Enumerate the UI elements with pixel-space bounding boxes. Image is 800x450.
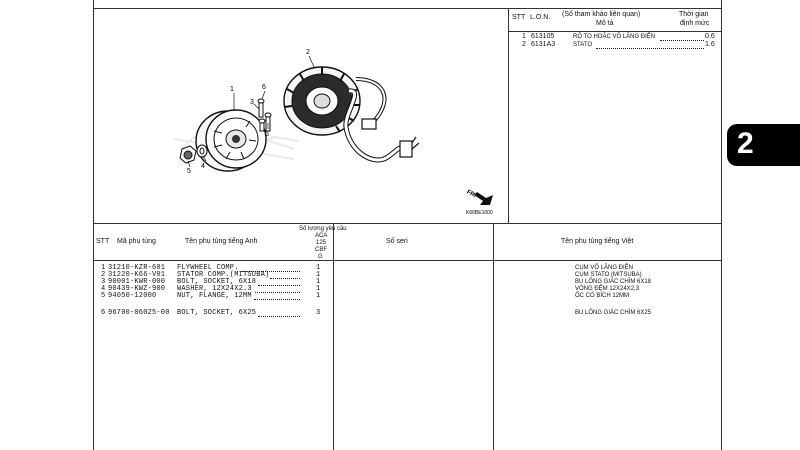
viet-name-column-left-border [493, 223, 494, 450]
ref-header-time: Thời gian [679, 11, 709, 18]
header-qty: Số lượng yêu cầu [299, 226, 347, 232]
row-stt: 1 [101, 264, 106, 272]
header-qty-model: G [318, 254, 323, 260]
row-stt: 6 [101, 309, 106, 317]
section-number: 2 [737, 127, 754, 160]
row-name-vi: BU LÔNG GIÁC CHÌM 6X25 [575, 310, 652, 316]
diagram-bottom-border [93, 223, 721, 224]
callout-label: 3 [250, 99, 254, 106]
figure-code: K66BE1000 [466, 210, 493, 216]
ref-table-left-border [508, 8, 509, 223]
stator-wire-harness [343, 77, 420, 163]
row-stt: 2 [101, 271, 106, 279]
callout-label: 6 [262, 84, 266, 91]
leader-dots [660, 40, 704, 41]
header-name-en: Tên phụ tùng tiếng Anh [185, 238, 258, 245]
ref-header-lon: L.O.N. [530, 14, 551, 21]
leader-dots [255, 292, 300, 293]
ref-header-stt: STT [512, 14, 526, 21]
row-part-no: 90439-KWZ-900 [108, 285, 166, 293]
row-name-vi: CỤM STATO (MITSUBA) [575, 272, 642, 278]
row-name-en: NUT, FLANGE, 12MM [177, 292, 252, 300]
socket-bolt-part [257, 98, 272, 132]
washer-part [196, 144, 208, 158]
leader-dots [258, 285, 300, 286]
row-qty: 3 [316, 309, 321, 317]
ref-header-time-2: định mức [680, 20, 710, 27]
stator-part [283, 66, 361, 136]
callout-label: 2 [306, 49, 310, 56]
direction-label: FR. [466, 189, 478, 199]
row-qty: 1 [316, 271, 321, 279]
row-name-en: FLYWHEEL COMP. [177, 264, 239, 272]
row-stt: 3 [101, 278, 106, 286]
leader-dots [254, 299, 300, 300]
callout-lines [187, 55, 315, 168]
header-qty-model: 125 [316, 240, 327, 246]
header-name-vi: Tên phụ tùng tiếng Việt [561, 238, 634, 245]
leader-dots [258, 316, 300, 317]
row-part-no: 31210-KZR-601 [108, 264, 166, 272]
ref-row-time: 0.6 [705, 33, 715, 40]
ref-row-time: 1.6 [705, 41, 715, 48]
exploded-diagram: 1 2 3 4 5 6 6 FR. K66BE1000 [173, 49, 493, 216]
parts-catalog-page [93, 0, 722, 450]
leader-dots [270, 278, 300, 279]
ref-header-ref: (Số tham khảo liên quan) [562, 11, 641, 18]
row-stt: 5 [101, 292, 106, 300]
flywheel-part [195, 109, 267, 172]
top-border [93, 8, 721, 9]
row-name-vi: BU LÔNG GIÁC CHÌM 6X18 [575, 279, 652, 285]
row-part-no: 96700-06025-00 [108, 309, 170, 317]
header-qty-model: CBF [315, 247, 327, 253]
row-name-en: BOLT, SOCKET, 6X18 [177, 278, 257, 286]
ref-row-stt: 1 [522, 33, 526, 40]
ref-row-code: 613105 [531, 33, 555, 40]
row-part-no: 31220-K66-V01 [108, 271, 166, 279]
row-qty: 1 [316, 285, 321, 293]
row-name-vi: VÒNG ĐỆM 12X24X2,3 [575, 286, 640, 292]
header-stt: STT [96, 238, 110, 245]
row-name-en: WASHER, 12X24X2.3 [177, 285, 252, 293]
row-part-no: 90001-KWR-000 [108, 278, 166, 286]
ref-row-desc: STATO [573, 42, 593, 48]
row-name-vi: CỤM VÔ LĂNG ĐIỆN [575, 265, 634, 271]
section-tab: 2 [727, 124, 800, 166]
flange-nut-part [179, 145, 197, 164]
callout-label: 6 [265, 131, 269, 138]
ref-row-stt: 2 [522, 41, 526, 48]
parts-header-bottom-border [93, 260, 721, 261]
row-qty: 1 [316, 264, 321, 272]
row-name-en: BOLT, SOCKET, 6X25 [177, 309, 257, 317]
header-serial: Số seri [386, 238, 408, 245]
leader-dots [242, 271, 300, 272]
row-part-no: 94050-12000 [108, 292, 157, 300]
callout-label: 4 [201, 163, 205, 170]
serial-column-left-border [333, 223, 334, 450]
row-name-en: STATOR COMP.(MITSUBA) [177, 271, 270, 279]
callout-label: 5 [187, 168, 191, 175]
row-stt: 4 [101, 285, 106, 293]
header-qty-model: ACA [315, 233, 328, 239]
row-qty: 1 [316, 292, 321, 300]
row-name-vi: ỐC CÓ BÍCH 12MM [575, 293, 630, 299]
leader-dots [596, 48, 704, 49]
ref-row-desc: RÔ TO HOẶC VÔ LĂNG ĐIỆN [573, 34, 656, 40]
ref-row-code: 6131A3 [531, 41, 556, 48]
front-direction-arrow: FR. [466, 189, 493, 205]
row-qty: 1 [316, 278, 321, 286]
callout-label: 1 [230, 86, 234, 93]
ref-header-desc: Mô tả [596, 20, 614, 27]
header-part-no: Mã phụ tùng [117, 238, 156, 245]
ref-table-header-border [508, 31, 721, 32]
